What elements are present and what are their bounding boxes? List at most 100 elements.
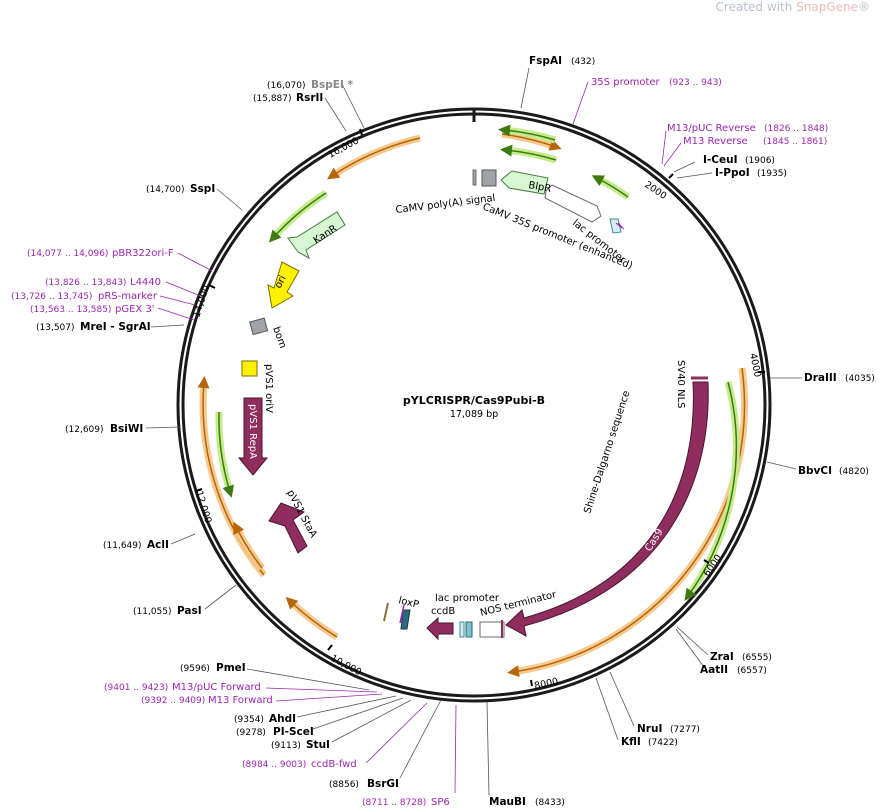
tick-8000: 8000 [533, 676, 559, 692]
tick-mark [359, 128, 363, 136]
primer-pos: (923 .. 943) [669, 78, 722, 88]
loxp-mark[interactable] [400, 609, 411, 630]
camv-polya-small [472, 169, 477, 186]
primer-pos: (13,563 .. 13,585) [30, 305, 111, 315]
ccdb-region[interactable] [465, 621, 473, 638]
primer-mark [615, 222, 623, 229]
tick-mark [530, 679, 533, 687]
orf-arc-line [500, 144, 557, 161]
orf-arc [287, 598, 339, 640]
enzyme-label[interactable]: AclI [147, 539, 169, 551]
leader [572, 81, 589, 125]
enzyme-label[interactable]: PmeI [216, 662, 246, 674]
primer-label[interactable]: M13 Forward [208, 695, 273, 706]
ccdb-arrow[interactable] [426, 616, 454, 641]
leader [275, 693, 383, 702]
leader [312, 697, 404, 730]
feature-label-camv-polya: CaMV poly(A) signal [395, 193, 496, 216]
primer-mark [399, 604, 405, 624]
enzyme-pos: (11,055) [133, 607, 172, 617]
enzyme-label[interactable]: I-CeuI [703, 154, 737, 166]
enzyme-label[interactable]: PasI [177, 605, 202, 617]
tick-2000: 2000 [642, 179, 668, 202]
enzyme-label[interactable]: BsiWI [110, 423, 143, 435]
feature-label-lac-promoter-bottom: lac promoter [435, 593, 500, 604]
enzyme-label[interactable]: FspAI [529, 55, 562, 67]
orf-arc-line [268, 192, 327, 243]
leader [673, 161, 696, 173]
lac-promoter-top[interactable] [609, 218, 622, 234]
enzyme-label[interactable]: MauBI [489, 796, 526, 808]
enzyme-pos: (13,507) [36, 323, 75, 333]
cas9-arrow[interactable] [505, 381, 709, 637]
enzyme-pos: (15,887) [253, 94, 292, 104]
leader [675, 628, 705, 668]
enzyme-pos: (6557) [737, 666, 767, 676]
tick-mark [703, 559, 710, 564]
pvs1-repa-arrow[interactable] [237, 397, 269, 476]
enzyme-label[interactable]: DraIII [804, 372, 837, 384]
primer-label[interactable]: L4440 [130, 277, 161, 288]
bom-box[interactable] [249, 317, 269, 336]
primer-pos: (13,726 .. 13,745) [11, 292, 92, 302]
leader [165, 281, 204, 298]
enzyme-label[interactable]: RsrII [296, 92, 323, 104]
feature-label-shine-dalgarno: Shine-Dalgarno sequence [582, 389, 632, 515]
leader [766, 461, 797, 470]
primer-label[interactable]: M13/pUC Reverse [667, 123, 756, 134]
enzyme-pos: (7277) [670, 725, 700, 735]
feature-label-camv-35s: CaMV 35S promoter (enhanced) [481, 202, 634, 272]
leader [246, 668, 370, 691]
enzyme-pos: (12,609) [65, 425, 104, 435]
lac-promoter-bottom[interactable] [459, 621, 465, 638]
watermark-mark: ® [858, 0, 870, 14]
leader [595, 677, 619, 741]
enzyme-label[interactable]: PI-SceI [273, 726, 314, 738]
leader [204, 584, 237, 610]
primer-label[interactable]: pRS-marker [98, 291, 158, 302]
enzyme-label[interactable]: NruI [637, 723, 662, 735]
enzyme-label[interactable]: BbvCI [798, 465, 832, 477]
primer-label[interactable]: M13 Reverse [683, 136, 748, 147]
leader [676, 172, 713, 179]
leader [341, 83, 365, 129]
camv-polya-box[interactable] [481, 169, 497, 187]
enzyme-label[interactable]: MreI - SgrAI [80, 321, 151, 333]
enzyme-pos: (9596) [180, 664, 210, 674]
orf-arcs [197, 130, 748, 678]
enzyme-pos: (9354) [234, 715, 264, 725]
primer-label[interactable]: M13/pUC Forward [172, 682, 261, 693]
primer-pos: (1826 .. 1848) [764, 124, 828, 134]
enzyme-pos: (14,700) [146, 185, 185, 195]
enzyme-label[interactable]: I-PpoI [715, 167, 750, 179]
primer-pos: (14,077 .. 14,096) [27, 249, 108, 259]
primer-label[interactable]: pBR322ori-F [112, 248, 174, 259]
primer-label[interactable]: ccdB-fwd [311, 759, 357, 770]
enzyme-label[interactable]: KflI [621, 736, 641, 748]
kanr-arrow[interactable] [287, 211, 346, 260]
enzyme-label[interactable]: AatII [700, 664, 728, 676]
primer-label[interactable]: pGEX 3' [115, 304, 155, 315]
feature-label-sv40-nls: SV40 NLS [675, 360, 686, 409]
enzyme-label[interactable]: SspI [190, 183, 215, 195]
primer-pos: (8711 .. 8728) [362, 798, 426, 808]
blpr-arrow[interactable] [500, 170, 549, 195]
leader [520, 67, 530, 109]
leader [661, 130, 667, 165]
leader [145, 426, 181, 429]
camv-35s-arrow[interactable] [544, 184, 602, 223]
primer-label[interactable]: SP6 [431, 797, 450, 808]
enzyme-label[interactable]: AhdI [269, 713, 296, 725]
primer-label[interactable]: 35S promoter [591, 77, 661, 88]
enzyme-pos: (4035) [845, 374, 875, 384]
feature-label-bom: bom [270, 325, 288, 350]
pvs1-oriv-box[interactable] [241, 360, 258, 377]
primer-pos: (1845 .. 1861) [763, 137, 827, 147]
enzyme-label[interactable]: BspEI * [311, 79, 354, 91]
pvs1-staa-arrow[interactable] [268, 502, 308, 554]
enzyme-label[interactable]: BsrGI [367, 778, 399, 790]
enzyme-label[interactable]: StuI [306, 739, 330, 751]
ori-arrow[interactable] [267, 261, 300, 309]
nos-terminator-box[interactable] [479, 621, 505, 638]
enzyme-label[interactable]: ZraI [710, 651, 734, 663]
